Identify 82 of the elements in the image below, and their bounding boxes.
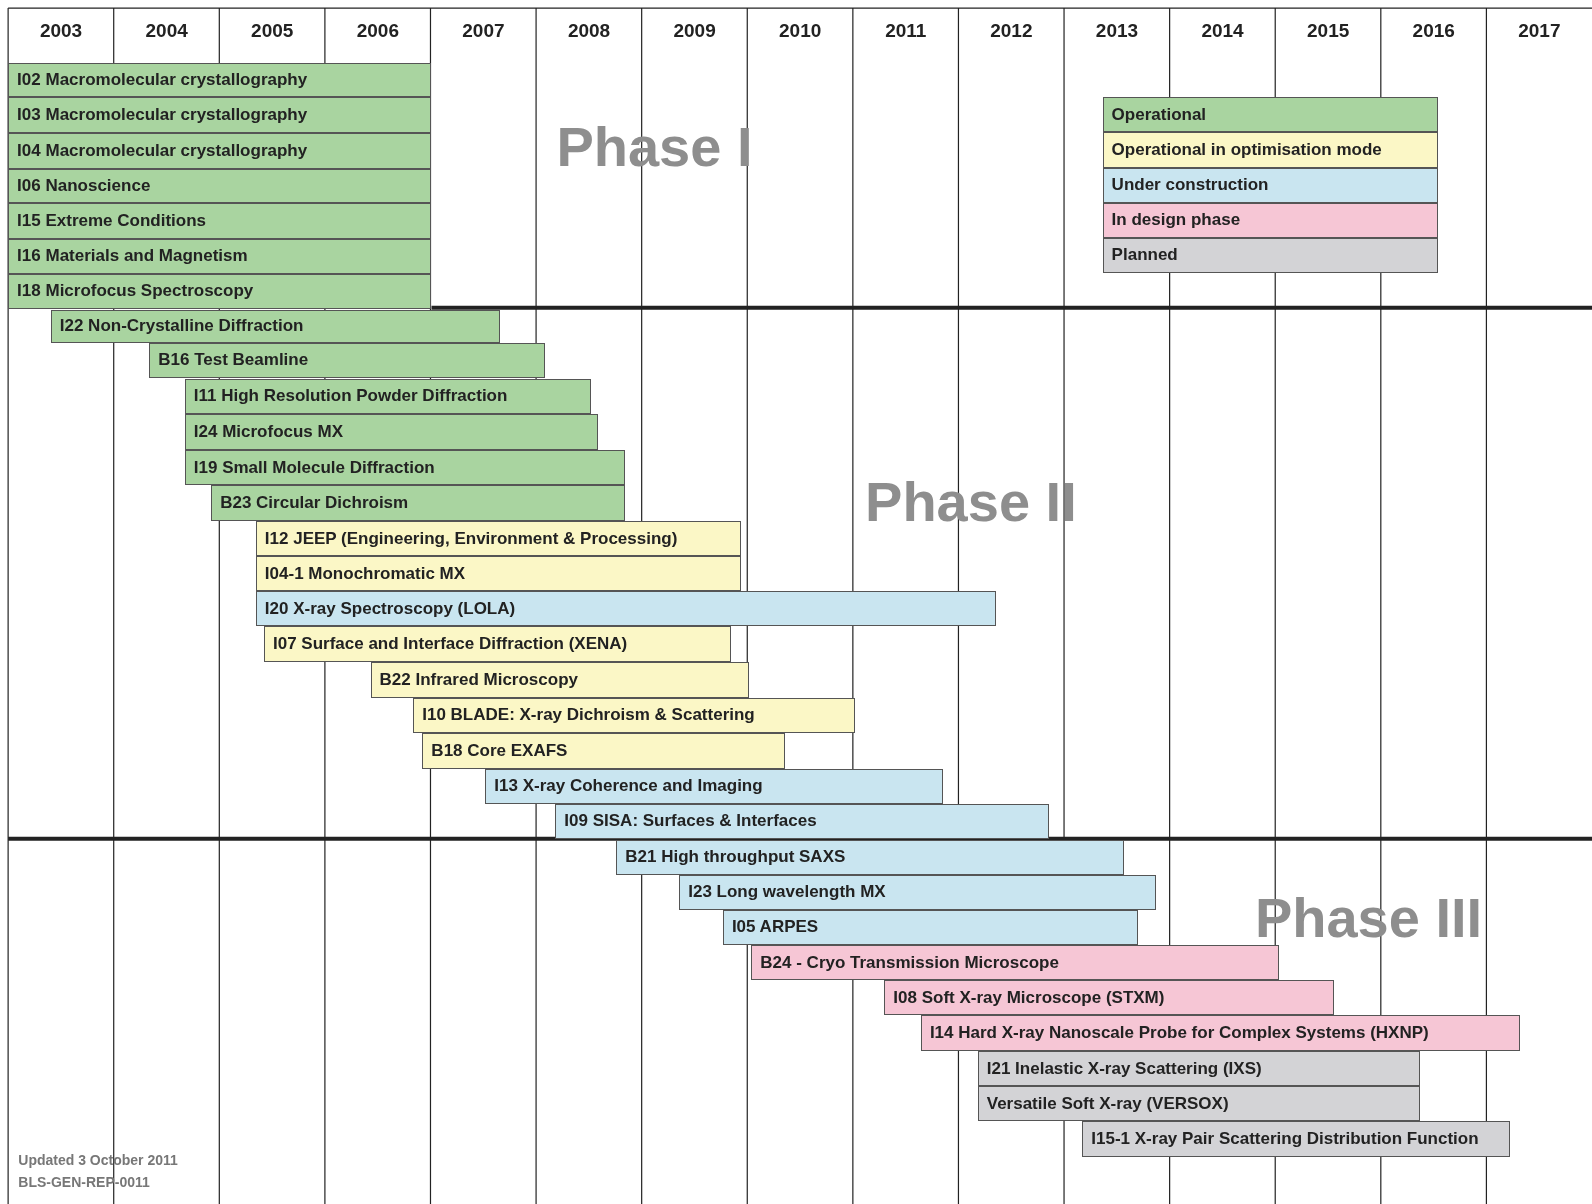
- bar-label: I09 SISA: Surfaces & Interfaces: [563, 811, 817, 832]
- bar-label: B23 Circular Dichroism: [219, 493, 409, 514]
- bar-label: I19 Small Molecule Diffraction: [192, 457, 435, 478]
- timeline-bar: [8, 133, 432, 169]
- timeline-bar: [50, 309, 500, 344]
- timeline-bar: [679, 875, 1157, 910]
- bar-label: I03 Macromolecular crystallography: [16, 105, 308, 126]
- bar-label: I22 Non-Crystalline Diffraction: [58, 316, 304, 337]
- bar-label: I20 X-ray Spectroscopy (LOLA): [263, 598, 516, 619]
- timeline-bar: [184, 378, 591, 415]
- year-label: 2015: [1307, 20, 1350, 43]
- year-label: 2017: [1518, 20, 1561, 43]
- timeline-bar: [211, 485, 626, 521]
- legend-label: Operational in optimisation mode: [1110, 140, 1382, 160]
- timeline-bar: [555, 804, 1049, 839]
- year-label: 2013: [1095, 20, 1139, 43]
- timeline-bar: [616, 839, 1124, 876]
- timeline-bar: [255, 590, 996, 627]
- timeline-bar: [255, 520, 742, 557]
- bar-label: I21 Inelastic X-ray Scattering (IXS): [985, 1058, 1262, 1079]
- timeline-bar: [8, 168, 432, 204]
- bar-label: I11 High Resolution Powder Diffraction: [192, 386, 508, 407]
- bar-label: B22 Infrared Microscopy: [378, 669, 578, 690]
- bar-label: I05 ARPES: [730, 917, 819, 938]
- bar-label: I13 X-ray Coherence and Imaging: [493, 776, 763, 797]
- legend-label: Operational: [1110, 104, 1207, 125]
- timeline-bar: [8, 62, 432, 98]
- year-label: 2011: [885, 20, 927, 43]
- bar-label: I15 Extreme Conditions: [16, 210, 207, 231]
- year-label: 2010: [779, 20, 822, 43]
- year-label: 2016: [1412, 20, 1455, 43]
- timeline-bar: [8, 97, 432, 133]
- year-label: 2008: [567, 20, 611, 43]
- timeline-bar: [8, 274, 432, 309]
- bar-label: B24 - Cryo Transmission Microscope: [759, 952, 1059, 973]
- bar-label: Versatile Soft X-ray (VERSOX): [985, 1093, 1229, 1114]
- bar-label: I16 Materials and Magnetism: [16, 246, 248, 267]
- bar-label: I10 BLADE: X-ray Dichroism & Scattering: [421, 705, 755, 726]
- timeline-bar: [422, 733, 785, 769]
- year-label: 2014: [1201, 20, 1244, 43]
- legend-label: Under construction: [1110, 175, 1269, 195]
- timeline-bar: [149, 343, 546, 378]
- bar-label: I14 Hard X-ray Nanoscale Probe for Complex Systems (HXNP): [928, 1023, 1429, 1044]
- legend-label: In design phase: [1110, 210, 1241, 231]
- bar-label: B21 High throughput SAXS: [624, 847, 846, 868]
- bar-label: I15-1 X-ray Pair Scattering Distribution Function: [1090, 1129, 1479, 1150]
- bar-label: I08 Soft X-ray Microscope (STXM): [892, 987, 1165, 1008]
- bar-label: I06 Nanoscience: [16, 175, 151, 196]
- timeline-bar: [1082, 1120, 1510, 1158]
- year-label: 2006: [356, 20, 399, 43]
- timeline-bar: [977, 1086, 1421, 1121]
- timeline-bar: [255, 556, 742, 591]
- timeline-bar: [184, 449, 626, 486]
- bar-label: I07 Surface and Interface Diffraction (XENA): [271, 634, 628, 655]
- timeline-bar: [722, 909, 1139, 946]
- timeline-bar: [263, 626, 731, 662]
- timeline-bar: [920, 1015, 1520, 1051]
- timeline-bar: [413, 697, 855, 734]
- bar-label: I04 Macromolecular crystallography: [16, 140, 308, 161]
- bar-label: I18 Microfocus Spectroscopy: [16, 281, 254, 302]
- timeline-bar: [485, 768, 944, 805]
- timeline-bar: [977, 1050, 1421, 1087]
- bar-label: I24 Microfocus MX: [192, 422, 344, 442]
- year-label: 2003: [39, 20, 83, 43]
- bar-label: B18 Core EXAFS: [430, 740, 568, 761]
- bar-label: B16 Test Beamline: [157, 350, 309, 371]
- timeline-bar: [884, 979, 1335, 1016]
- year-label: 2012: [990, 20, 1033, 43]
- bar-label: I02 Macromolecular crystallography: [16, 70, 308, 91]
- bar-label: I23 Long wavelength MX: [687, 882, 886, 903]
- legend-label: Planned: [1110, 245, 1178, 266]
- year-label: 2009: [673, 20, 716, 43]
- timeline-bar: [370, 661, 750, 698]
- bar-label: I12 JEEP (Engineering, Environment & Processing): [263, 528, 678, 549]
- bar-label: I04-1 Monochromatic MX: [263, 563, 466, 584]
- timeline-bar: [8, 203, 432, 239]
- timeline-bar: [751, 945, 1280, 980]
- year-label: 2005: [251, 20, 294, 43]
- timeline-bar: [184, 414, 598, 450]
- timeline-bar: [8, 238, 432, 275]
- year-label: 2004: [145, 20, 188, 43]
- year-label: 2007: [462, 20, 505, 43]
